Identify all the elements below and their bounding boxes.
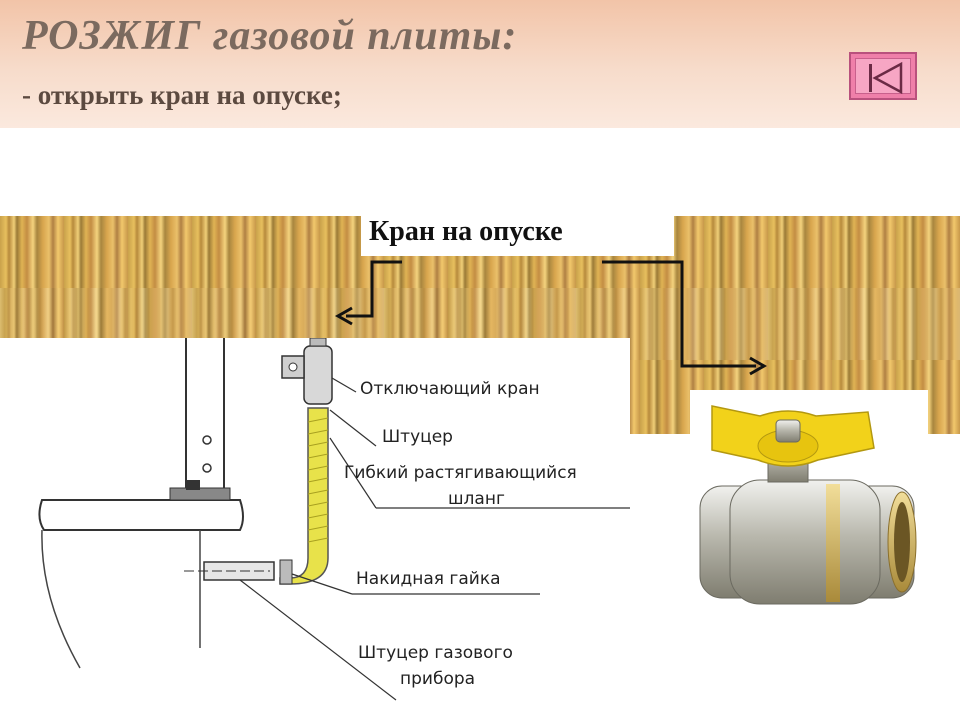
ball-valve-photo [690, 390, 928, 630]
back-to-start-button[interactable] [849, 52, 917, 100]
valve-label-box [361, 214, 674, 256]
ball-valve-illustration [699, 405, 917, 605]
callout-shutoff-valve: Отключающий кран [360, 379, 540, 399]
page-subtitle: - открыть кран на опуске; [22, 80, 342, 110]
arrow-to-photo [602, 260, 756, 368]
skip-to-start-icon [869, 61, 903, 95]
callout-flexible-hose: Гибкий растягивающийся [344, 463, 577, 483]
arrowhead-right [749, 356, 768, 376]
arrowhead-left [334, 306, 353, 326]
page-title: РОЗЖИГ газовой плиты: [22, 13, 518, 59]
diagram-drawing: Отключающий кран Штуцер Гибкий растягива… [38, 337, 630, 701]
callout-hose-line2: шланг [448, 489, 505, 509]
arrow-to-diagram [346, 260, 402, 318]
callout-appliance-fitting: Штуцер газового [358, 643, 513, 663]
valve-label: Кран на опуске [369, 216, 563, 247]
callout-appliance-line2: прибора [400, 669, 475, 689]
header-band [0, 0, 960, 128]
callout-fitting: Штуцер [382, 427, 453, 447]
callout-union-nut: Накидная гайка [356, 569, 501, 589]
installation-diagram: Отключающий кран Штуцер Гибкий растягива… [0, 337, 630, 720]
